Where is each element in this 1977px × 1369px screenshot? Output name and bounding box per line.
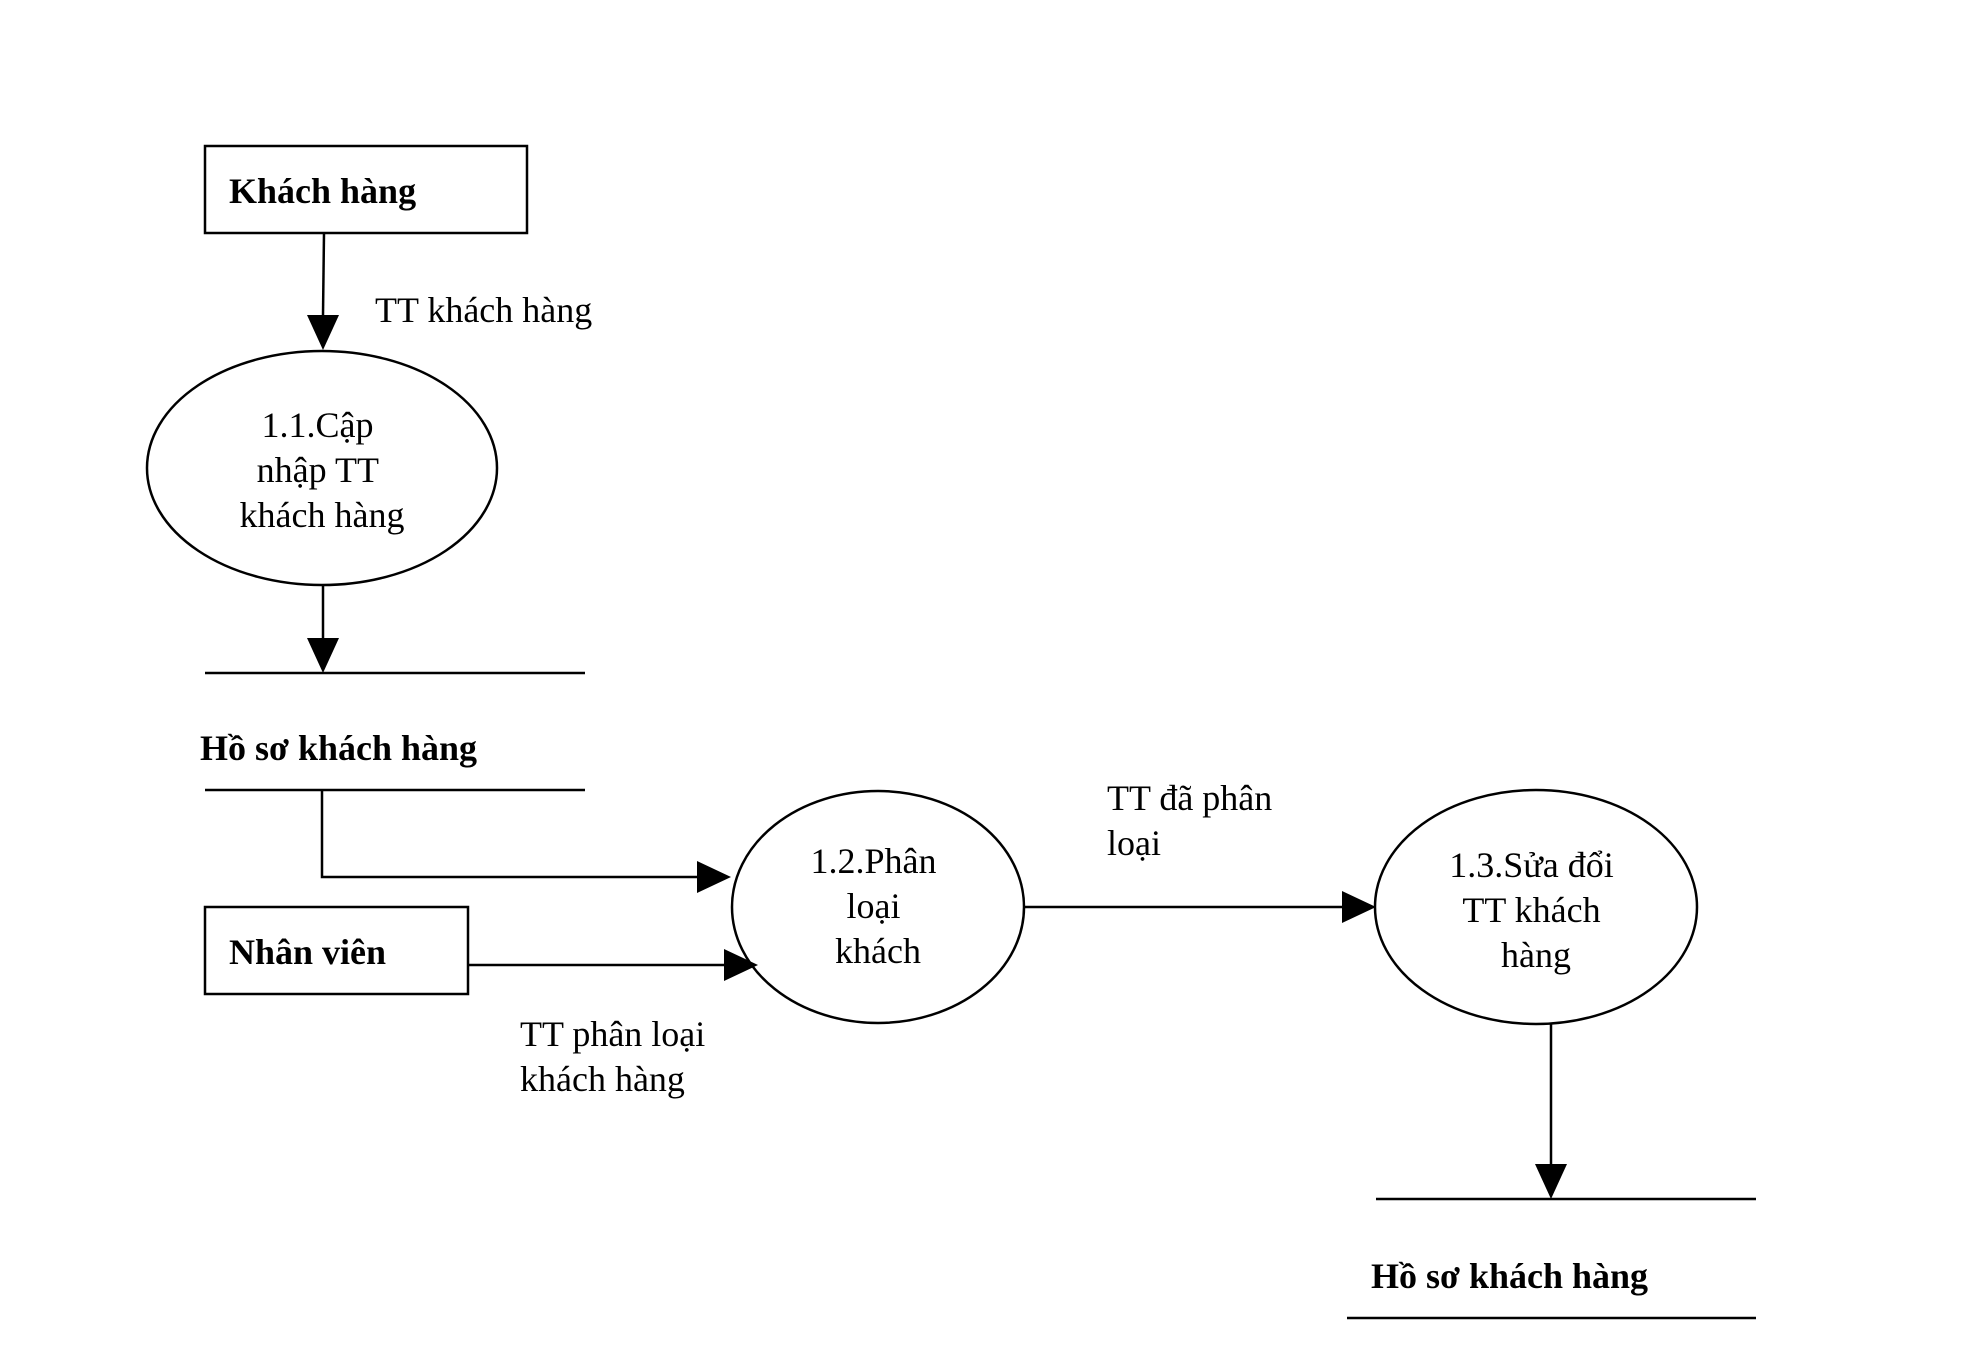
flow-1-arrowhead (307, 315, 339, 350)
process-1-3-line-3: hàng (1501, 935, 1571, 975)
flow-2-arrowhead (307, 638, 339, 673)
flow-3-line (320, 790, 697, 879)
entity-customer-box (203, 144, 529, 235)
entity-customer: Khách hàng (203, 144, 529, 235)
process-1-2-line-2: loại (847, 886, 901, 926)
flow-5-label-line-2: loại (1107, 823, 1161, 863)
process-1-2-line-1: 1.2.Phân (811, 841, 937, 881)
entity-customer-label: Khách hàng (229, 171, 416, 211)
flow-1-label-line-1: TT khách hàng (375, 290, 592, 330)
flow-4-arrowhead (724, 949, 758, 981)
flow-process-1-3-to-store-2 (1535, 1024, 1567, 1199)
process-1-1-label: 1.1.Cập nhập TT khách hàng (240, 405, 405, 535)
flow-1-label: TT khách hàng (375, 290, 592, 330)
flow-5-arrowhead (1342, 891, 1376, 923)
flow-6-arrowhead (1535, 1164, 1567, 1199)
flow-4-label: TT phân loại khách hàng (520, 1014, 714, 1099)
flow-5-label: TT đã phân loại (1107, 778, 1281, 863)
flow-employee-to-process-1-2 (468, 949, 758, 981)
process-1-1: 1.1.Cập nhập TT khách hàng (145, 349, 499, 587)
flow-4-label-line-2: khách hàng (520, 1059, 685, 1099)
flow-process-1-2-to-process-1-3 (1024, 891, 1376, 923)
process-1-1-line-1: 1.1.Cập (262, 405, 374, 445)
process-1-2: 1.2.Phân loại khách (730, 789, 1026, 1025)
data-store-2: Hồ sơ khách hàng (1347, 1197, 1756, 1320)
flow-process-1-1-to-store-1 (307, 585, 339, 673)
process-1-3-line-1: 1.3.Sửa đổi (1449, 845, 1614, 885)
process-1-3-label: 1.3.Sửa đổi TT khách hàng (1449, 845, 1623, 975)
flow-customer-to-process-1-1 (307, 232, 339, 350)
data-store-1-label: Hồ sơ khách hàng (200, 728, 477, 768)
flow-4-label-line-1: TT phân loại (520, 1014, 705, 1054)
flow-store-1-to-process-1-2 (320, 790, 731, 893)
data-store-2-label: Hồ sơ khách hàng (1371, 1256, 1648, 1296)
process-1-3-line-2: TT khách (1462, 890, 1600, 930)
process-1-1-line-3: khách hàng (240, 495, 405, 535)
data-store-1: Hồ sơ khách hàng (200, 671, 585, 792)
flow-5-label-line-1: TT đã phân (1107, 778, 1272, 818)
process-1-3: 1.3.Sửa đổi TT khách hàng (1373, 788, 1699, 1026)
entity-employee-label: Nhân viên (229, 932, 386, 972)
flow-1-line (321, 232, 326, 316)
process-1-2-label: 1.2.Phân loại khách (811, 841, 946, 971)
process-1-1-line-2: nhập TT (257, 450, 379, 490)
entity-employee-box (203, 905, 470, 996)
flow-3-arrowhead (697, 861, 731, 893)
entity-employee: Nhân viên (203, 905, 470, 996)
process-1-2-line-3: khách (835, 931, 921, 971)
